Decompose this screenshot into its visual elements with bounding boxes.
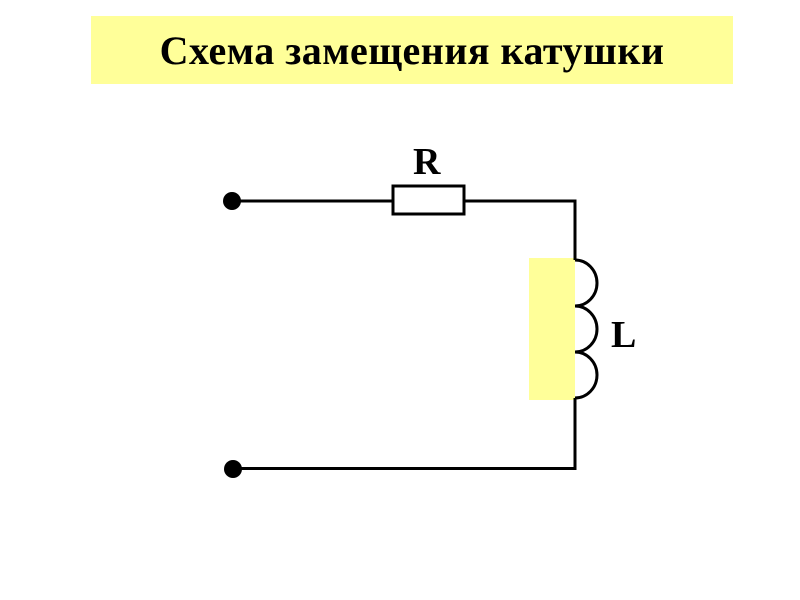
inductor-coil (574, 258, 599, 400)
resistor (391, 184, 466, 216)
terminal-bottom (224, 460, 242, 478)
title-box: Схема замещения катушки (91, 16, 733, 84)
terminal-top (223, 192, 241, 210)
resistor-label: R (413, 141, 441, 183)
inductor-core (529, 258, 575, 400)
page-title: Схема замещения катушки (159, 27, 665, 73)
inductor-label: L (611, 314, 636, 356)
